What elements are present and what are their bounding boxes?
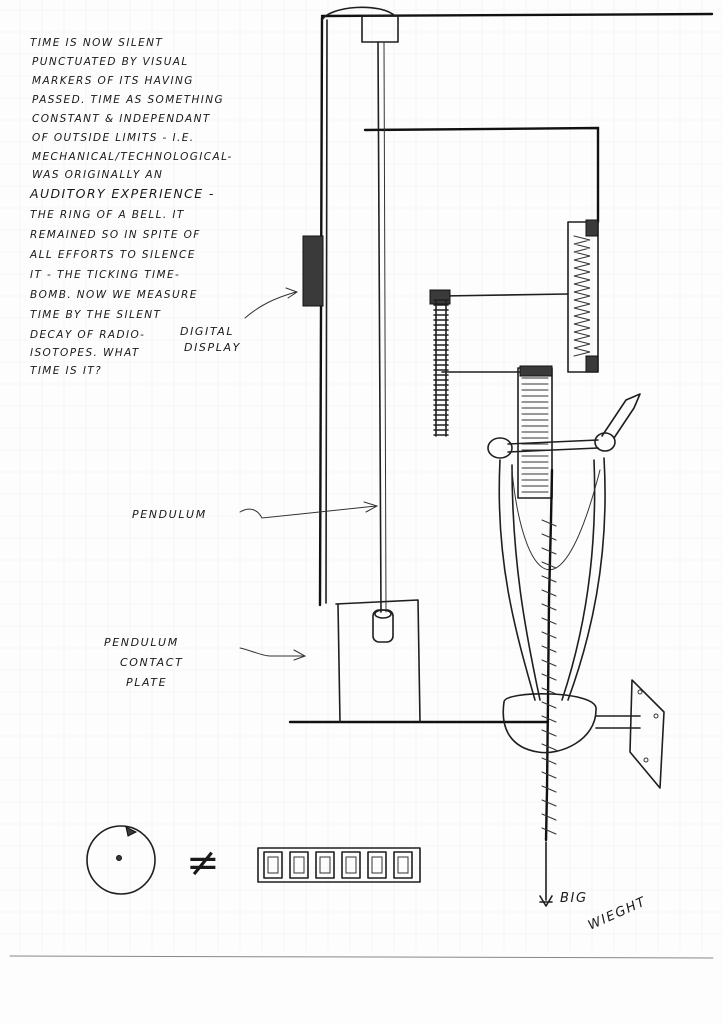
clock-tick-mark	[125, 826, 138, 837]
case-left-post	[318, 16, 324, 607]
gear-train-top	[519, 365, 553, 377]
note-line: ALL EFFORTS TO SILENCE	[29, 249, 196, 261]
gear-teeth	[433, 299, 449, 437]
contact-plate-arrow	[239, 647, 307, 661]
gear-train-block	[517, 367, 553, 499]
weight-chain	[544, 468, 554, 842]
note-line: PUNCTUATED BY VISUAL	[32, 56, 189, 68]
base-bowl	[502, 693, 597, 754]
clock-frame	[498, 457, 606, 701]
frame-arm-left-2	[511, 464, 541, 701]
note-line: REMAINED SO IN SPITE OF	[30, 229, 201, 241]
case-left-post-inner	[325, 19, 328, 604]
pendulum-rod-second	[383, 41, 387, 613]
winding-axle	[507, 439, 599, 453]
handwritten-note: TIME IS NOW SILENT PUNCTUATED BY VISUAL …	[29, 37, 233, 377]
gear-train	[487, 365, 641, 499]
rack-teeth	[573, 235, 591, 357]
pendulum-pivot-block	[361, 15, 399, 43]
pendulum-label: PENDULUM	[132, 508, 207, 521]
frame-arm-right-2	[561, 459, 596, 701]
wall-plate	[629, 679, 665, 789]
note-line: ISOTOPES. WHAT	[30, 347, 140, 359]
digit-cell-inner	[397, 856, 409, 874]
winding-knob-right	[594, 432, 616, 452]
rack-cap-top	[585, 219, 599, 237]
note-line: IT - THE TICKING TIME-	[30, 269, 180, 281]
digital-display-arrow	[244, 287, 299, 319]
frame-cross-curve	[511, 469, 601, 571]
note-line: WAS ORIGINALLY AN	[32, 169, 163, 181]
contact-plate-label: PLATE	[126, 676, 167, 689]
digit-cell-inner	[319, 856, 331, 874]
paper-grid	[0, 0, 723, 950]
digit-cell-inner	[371, 856, 383, 874]
contact-plate-label: CONTACT	[120, 656, 183, 669]
note-line: TIME IS IT?	[30, 365, 102, 377]
contact-plate	[335, 599, 421, 723]
wall-plate-screw	[637, 689, 643, 695]
big-weight-label: WIEGHT	[586, 894, 649, 933]
bracket-arm	[595, 715, 641, 729]
clock-case	[288, 6, 714, 724]
digit-cell	[341, 851, 361, 879]
frame-arm-left	[498, 459, 536, 701]
big-weight-label: BIG	[560, 891, 588, 906]
digit-cell	[393, 851, 413, 879]
winding-knob-left	[487, 437, 513, 459]
digit-cell	[367, 851, 387, 879]
note-line: AUDITORY EXPERIENCE -	[29, 186, 215, 201]
digit-cell	[289, 851, 309, 879]
pendulum	[372, 41, 394, 643]
not-equal-symbol: ≠	[186, 840, 220, 886]
case-top-arc	[321, 6, 396, 21]
pendulum-bob-top	[374, 609, 392, 619]
rack-body	[567, 221, 599, 373]
wall-plate-screw	[643, 757, 649, 763]
note-line: TIME IS NOW SILENT	[30, 37, 163, 49]
note-line: DECAY OF RADIO-	[30, 329, 145, 341]
left-gear	[429, 289, 569, 437]
digital-display-label: DIGITAL	[180, 325, 234, 338]
right-arm	[363, 126, 600, 224]
clock-vs-digital: ≠	[86, 825, 421, 895]
pendulum-rod	[377, 41, 382, 613]
note-line: MARKERS OF ITS HAVING	[32, 75, 194, 87]
note-line: OF OUTSIDE LIMITS - I.E.	[32, 132, 194, 144]
weight-end	[539, 841, 553, 907]
rack-cap-bottom	[585, 355, 599, 373]
weight-chain-links	[541, 519, 557, 835]
note-line: BOMB. NOW WE MEASURE	[30, 289, 198, 301]
clock-center-dot	[116, 855, 122, 861]
wall-plate-screw	[653, 713, 659, 719]
digit-cell	[315, 851, 335, 879]
frame-arm-right	[567, 457, 606, 701]
note-line: PASSED. TIME AS SOMETHING	[32, 94, 224, 106]
contact-plate-label: PENDULUM	[104, 636, 179, 649]
gear-hub	[429, 289, 451, 305]
note-line: THE RING OF A BELL. IT	[30, 209, 185, 221]
winding-key	[601, 393, 641, 439]
digit-cell	[263, 851, 283, 879]
pendulum-arrow	[239, 501, 379, 519]
page-fold-line	[9, 955, 714, 959]
digit-cell-inner	[293, 856, 305, 874]
digit-cell-inner	[345, 856, 357, 874]
note-line: MECHANICAL/TECHNOLOGICAL-	[32, 151, 233, 163]
escapement-rack	[567, 219, 599, 373]
gear-shaft-upper	[441, 293, 569, 297]
digital-digits	[263, 851, 413, 879]
digital-display-block	[302, 235, 324, 307]
digital-display-label: DISPLAY	[184, 341, 241, 354]
digital-display-panel	[257, 847, 421, 883]
note-line: TIME BY THE SILENT	[30, 309, 161, 321]
gear-train-teeth	[521, 377, 549, 493]
digit-cell-inner	[267, 856, 279, 874]
base-bracket	[502, 679, 665, 789]
note-line: CONSTANT & INDEPENDANT	[32, 113, 211, 125]
analog-clock-face	[86, 825, 156, 895]
